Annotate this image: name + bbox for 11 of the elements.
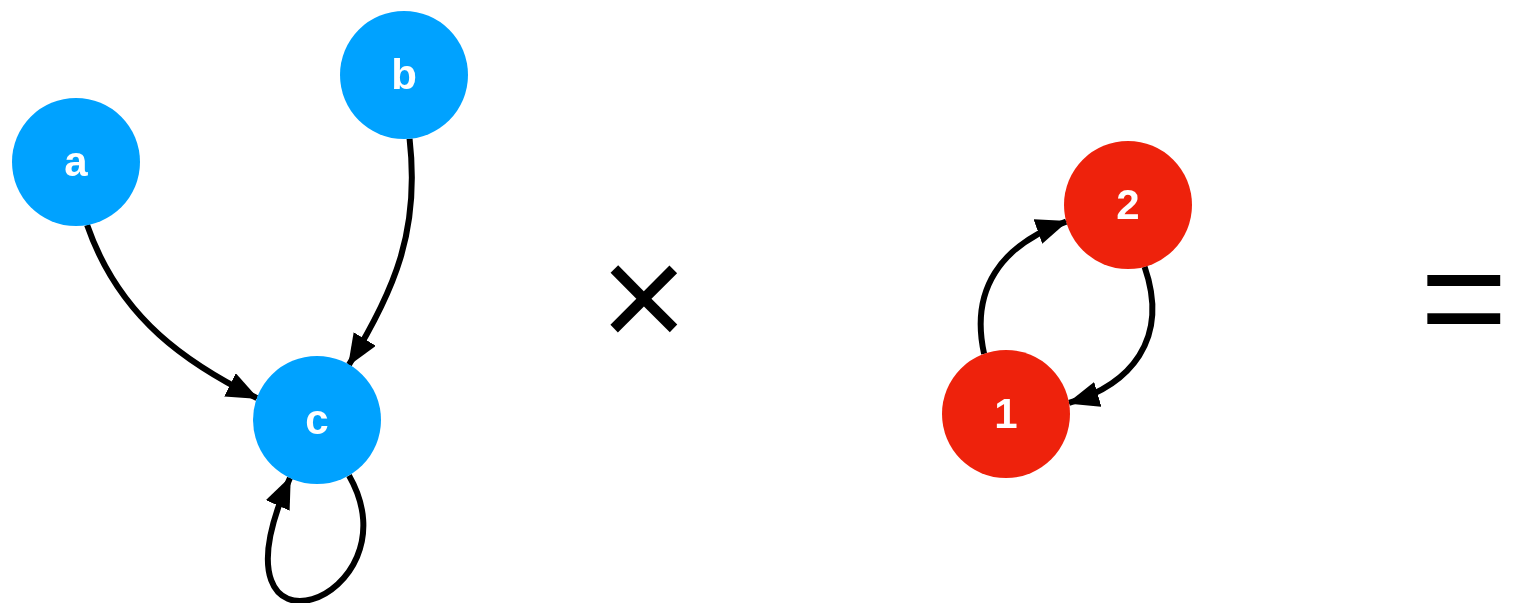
arrow: [84, 223, 259, 401]
operator-sign: ×: [600, 222, 688, 372]
node-label: b: [391, 54, 417, 96]
arrow: [265, 474, 366, 603]
arrow: [346, 138, 415, 367]
node-label: 2: [1116, 184, 1140, 226]
node-label: 1: [994, 393, 1018, 435]
node-label: a: [64, 141, 88, 183]
node-label: c: [305, 399, 329, 441]
arrow: [977, 218, 1069, 355]
operator-sign: =: [1420, 222, 1508, 372]
